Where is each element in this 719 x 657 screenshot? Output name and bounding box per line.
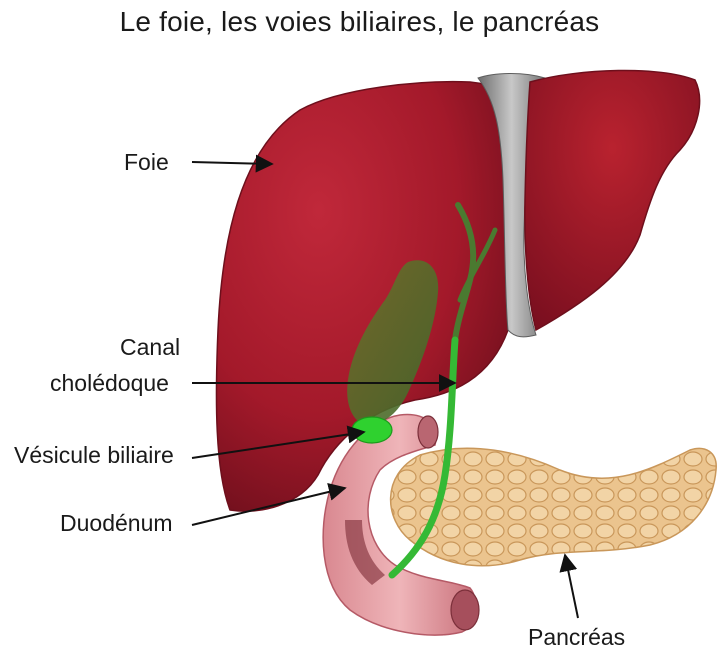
label-canal-line2: cholédoque [50,368,169,398]
gallbladder-neck [352,417,392,443]
label-pancreas: Pancréas [528,622,625,652]
duodenum-top-opening [418,416,438,448]
label-foie: Foie [124,147,169,177]
arrow-pancreas [565,555,578,618]
label-duodenum: Duodénum [60,508,173,538]
label-vesicule-biliaire: Vésicule biliaire [14,440,174,470]
liver-left-lobe [525,70,700,330]
label-canal-line1: Canal [120,332,180,362]
duodenum-opening [451,590,479,630]
